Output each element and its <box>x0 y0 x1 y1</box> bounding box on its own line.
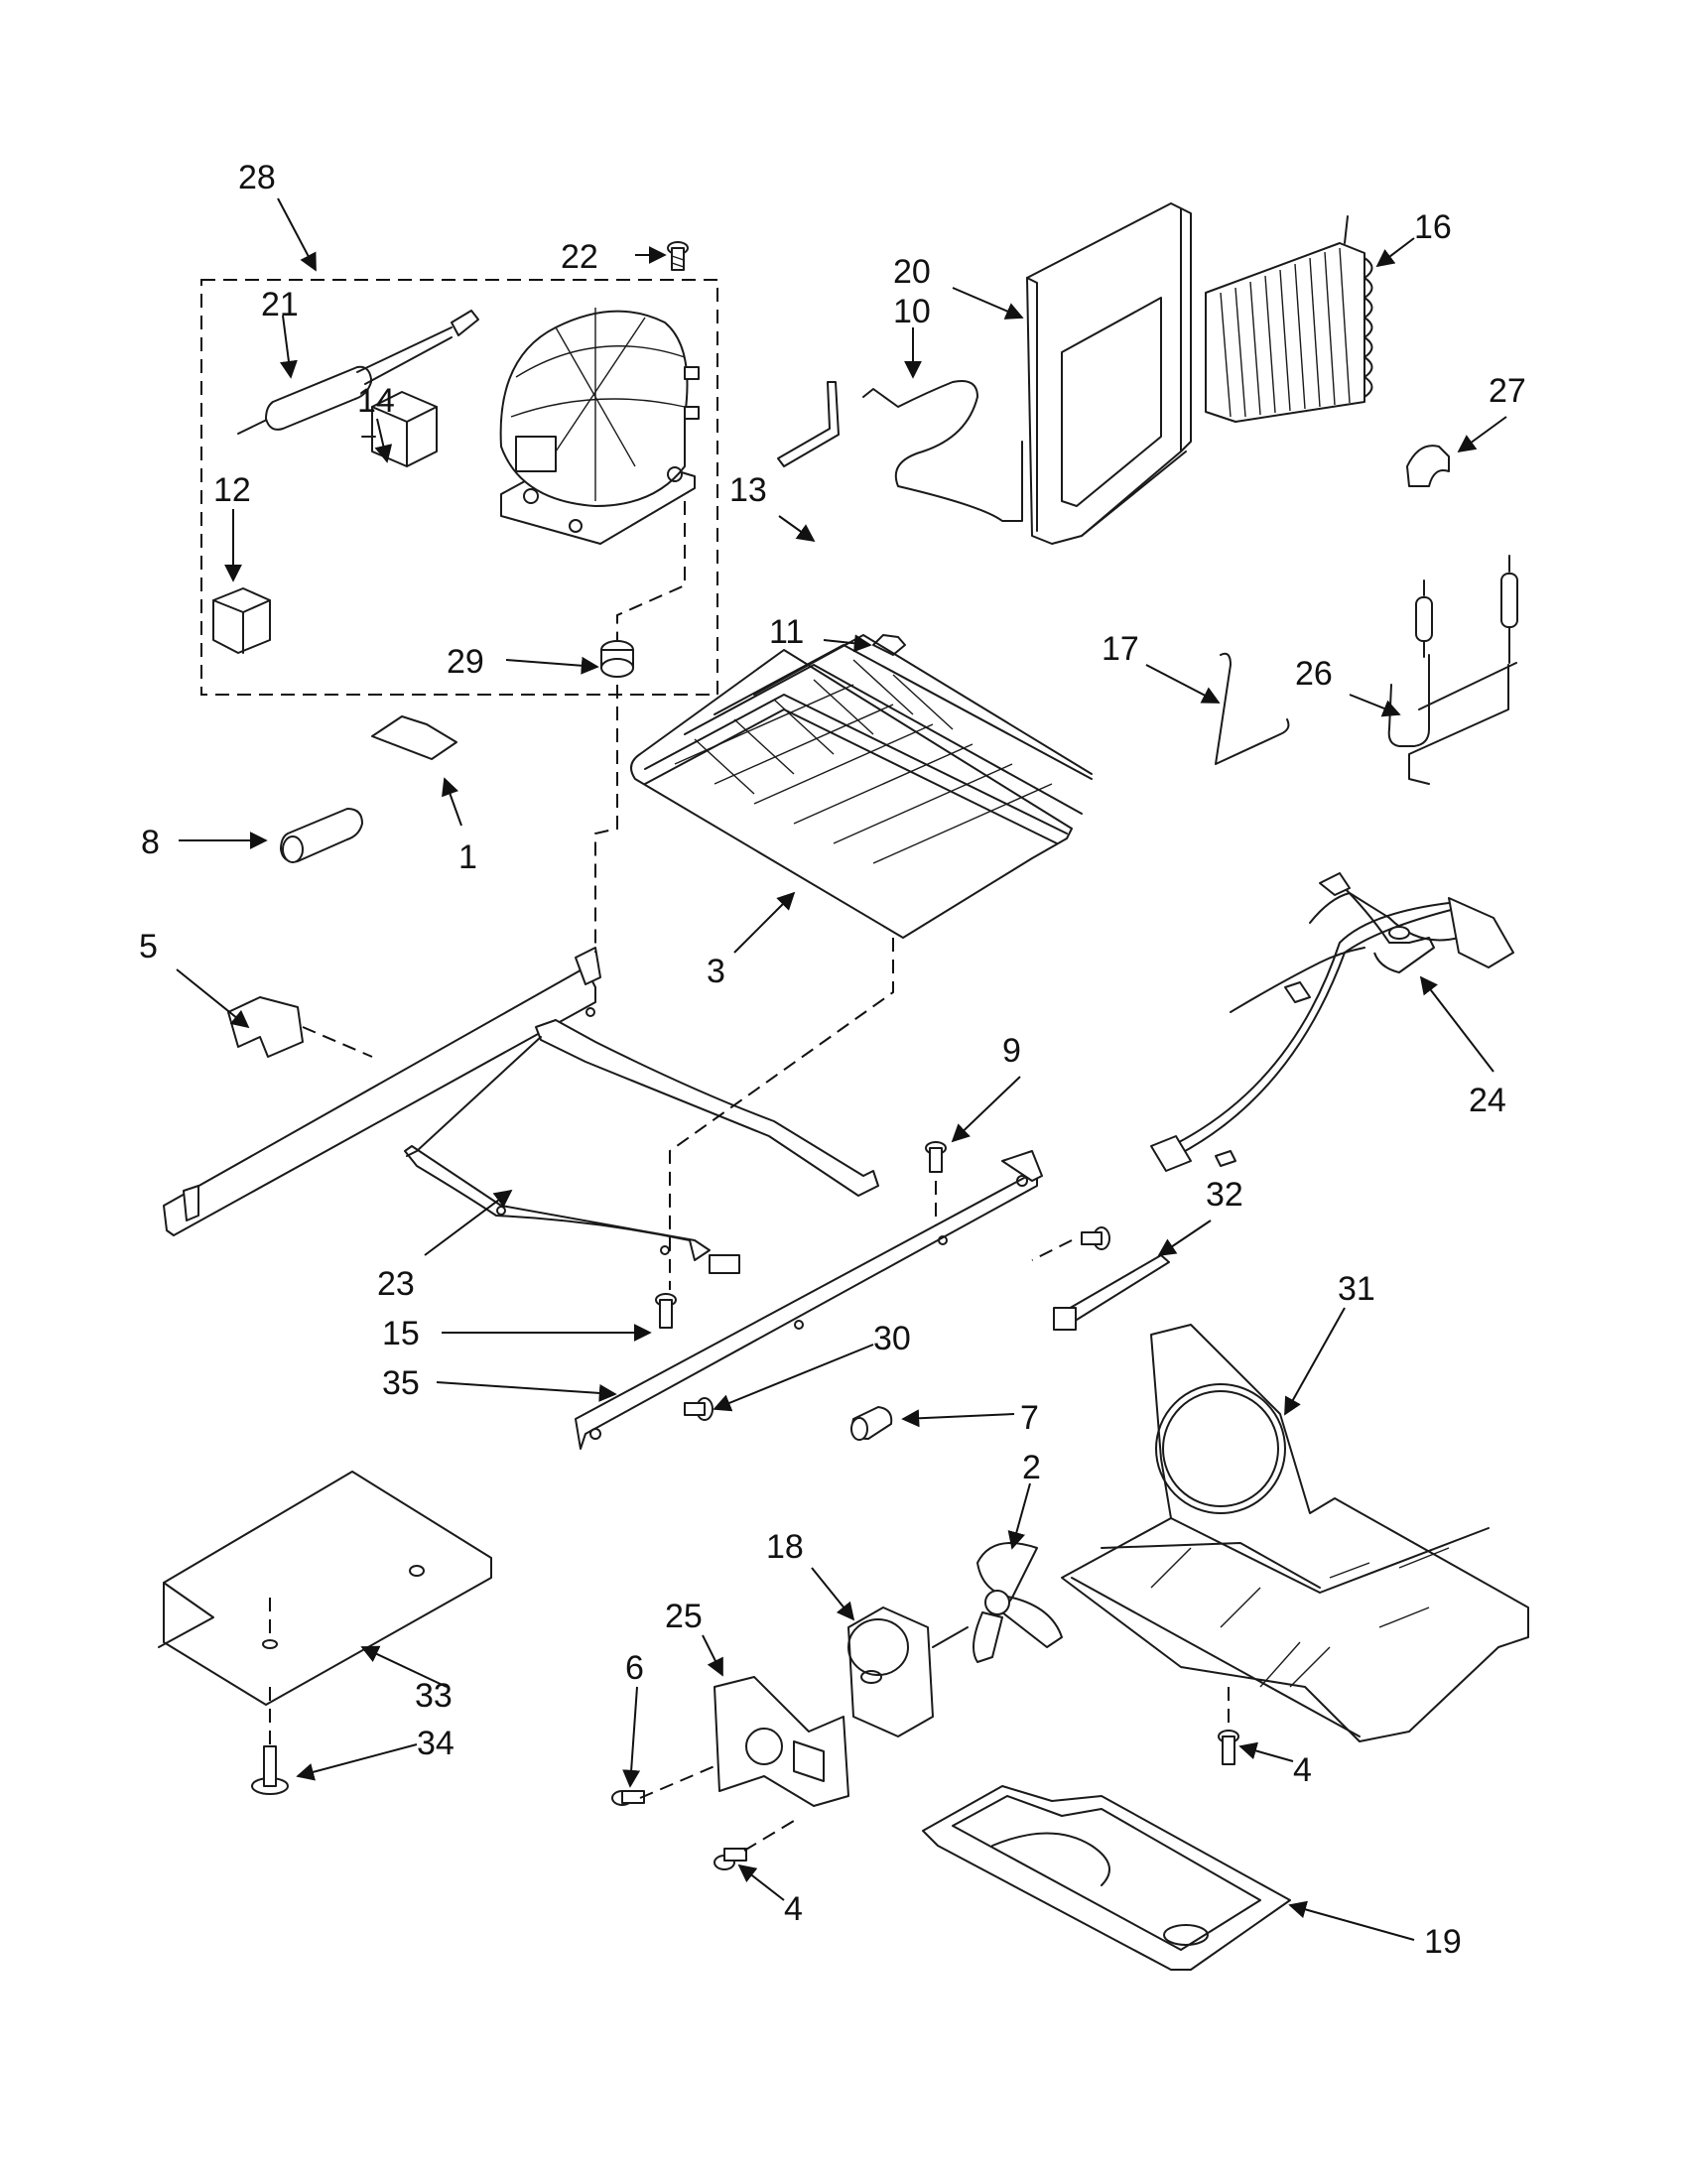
screw-15-part <box>655 1293 677 1329</box>
callout-21: 21 <box>261 286 299 323</box>
grommet-7-part <box>850 1406 893 1441</box>
callout-9: 9 <box>1002 1032 1021 1070</box>
bracket-5-part <box>227 996 304 1058</box>
rail-35-part <box>575 1150 1043 1450</box>
callout-5: 5 <box>139 928 158 965</box>
bracket-1-part <box>371 715 457 760</box>
compressor-part <box>499 308 700 545</box>
compressor-kit-dashed-box <box>200 279 718 696</box>
callout-22: 22 <box>561 238 598 276</box>
callout-26: 26 <box>1295 655 1333 693</box>
insulation-board-part <box>158 1471 492 1706</box>
tube-10-part <box>862 380 1023 522</box>
tube-8-part <box>280 808 363 863</box>
rail-assembly-part <box>163 947 879 1274</box>
callout-labels: 28 22 21 14 12 29 13 10 20 16 27 11 17 2… <box>139 159 1526 1961</box>
callout-2: 2 <box>1022 1449 1041 1486</box>
callout-32: 32 <box>1206 1176 1243 1214</box>
screw-22-part <box>667 241 689 271</box>
evaporator-coil-part <box>630 634 1093 939</box>
screw-4-lower-part <box>714 1848 747 1870</box>
callout-10: 10 <box>893 293 931 330</box>
bracket-27-part <box>1406 445 1450 487</box>
callout-27: 27 <box>1489 372 1526 410</box>
callout-31: 31 <box>1338 1270 1375 1308</box>
wiring-harness-part <box>1150 872 1514 1172</box>
wire-17-part <box>1215 652 1290 765</box>
callout-4-lower: 4 <box>784 1890 803 1928</box>
condenser-shroud-part <box>1026 202 1192 545</box>
callout-12: 12 <box>213 471 251 509</box>
callout-19: 19 <box>1424 1923 1462 1961</box>
callout-24: 24 <box>1469 1082 1506 1119</box>
callout-15: 15 <box>382 1315 420 1352</box>
callout-20: 20 <box>893 253 931 291</box>
fan-blade-part <box>973 1542 1063 1663</box>
callout-33: 33 <box>415 1677 453 1715</box>
leveling-foot-part <box>251 1745 289 1795</box>
callout-11: 11 <box>769 613 804 651</box>
callout-25: 25 <box>665 1598 703 1635</box>
screw-6-part <box>611 1790 645 1806</box>
callout-1: 1 <box>458 838 477 876</box>
callout-16: 16 <box>1414 208 1452 246</box>
callout-4-upper: 4 <box>1293 1751 1312 1789</box>
leader-lines <box>176 197 1507 1941</box>
callout-7: 7 <box>1020 1399 1039 1437</box>
callout-29: 29 <box>447 643 484 681</box>
drier-26-part <box>1387 555 1518 785</box>
screw-9-part <box>925 1141 947 1173</box>
callout-6: 6 <box>625 1649 644 1687</box>
drain-pan-part <box>922 1785 1291 1971</box>
callout-23: 23 <box>377 1265 415 1303</box>
fan-motor-part <box>847 1606 969 1737</box>
callout-13: 13 <box>729 471 767 509</box>
callout-35: 35 <box>382 1364 420 1402</box>
callout-8: 8 <box>141 824 160 861</box>
base-pan-part <box>1061 1324 1529 1742</box>
callout-34: 34 <box>417 1725 454 1762</box>
grommet-part <box>600 640 634 678</box>
start-device-part <box>237 310 479 435</box>
callout-30: 30 <box>873 1320 911 1357</box>
clip-11-part <box>872 634 906 656</box>
callout-14: 14 <box>357 382 395 420</box>
callout-28: 28 <box>238 159 276 196</box>
screw-30-part <box>684 1226 1110 1421</box>
tube-13-part <box>777 381 840 467</box>
callout-3: 3 <box>707 953 725 990</box>
relay-part <box>212 587 271 654</box>
cable-tie-part <box>1053 1254 1170 1331</box>
callout-18: 18 <box>766 1528 804 1566</box>
condenser-coil-part <box>1205 215 1373 423</box>
screw-4-upper-part <box>1218 1730 1239 1765</box>
callout-17: 17 <box>1102 630 1139 668</box>
motor-bracket-part <box>714 1676 849 1807</box>
